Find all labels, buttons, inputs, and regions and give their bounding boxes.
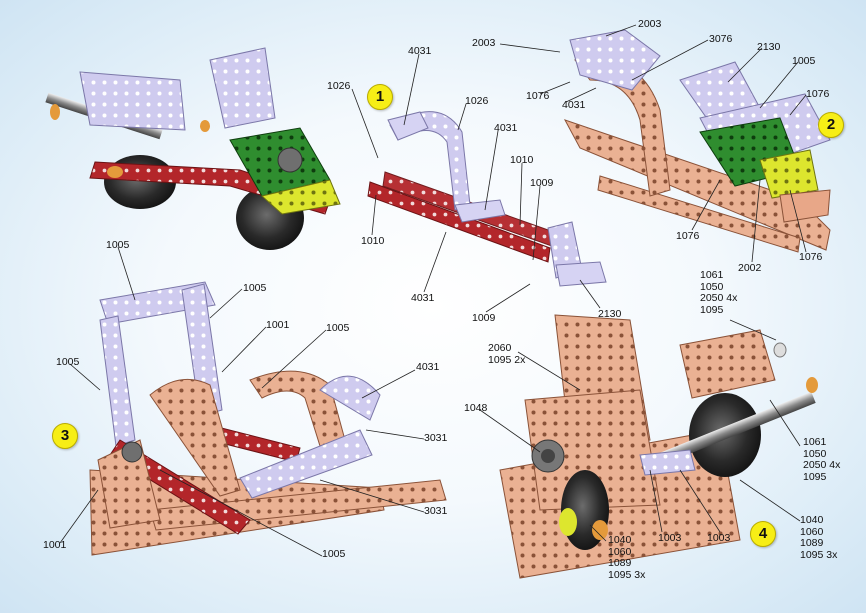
part-label: 1005 [322,548,346,560]
part-label: 1001 [43,539,67,551]
part-label: 2003 [638,18,662,30]
part-label: 2003 [472,37,496,49]
step-4-badge: 4 [750,521,776,547]
step-1-assembly [367,111,607,287]
part-label: 1026 [465,95,489,107]
part-label: 4031 [411,292,435,304]
part-label: 1040 1060 1089 1095 3x [800,514,838,561]
leader-lines [59,24,807,557]
part-label: 1005 [326,322,350,334]
part-label: 4031 [562,99,586,111]
part-label: 1005 [243,282,267,294]
part-label: 1026 [327,80,351,92]
part-label: 1009 [472,312,496,324]
part-label: 1009 [530,177,554,189]
step-1-badge: 1 [367,84,393,110]
part-label: 2002 [738,262,762,274]
part-label: 3076 [709,33,733,45]
step-2-badge: 2 [818,112,844,138]
step-3-badge: 3 [52,423,78,449]
part-label: 1001 [266,319,290,331]
part-label: 4031 [408,45,432,57]
part-label: 4031 [416,361,440,373]
part-label: 1005 [792,55,816,67]
part-label: 1010 [510,154,534,166]
part-label: 3031 [424,505,448,517]
part-label: 1005 [56,356,80,368]
part-label: 1010 [361,235,385,247]
step-2-assembly [563,29,831,253]
part-label: 1005 [106,239,130,251]
part-label: 1076 [806,88,830,100]
part-label: 3031 [424,432,448,444]
part-label: 1048 [464,402,488,414]
step-3-assembly [89,281,447,556]
part-label: 2060 1095 2x [488,342,526,366]
part-label: 1061 1050 2050 4x 1095 [700,269,738,316]
completed-model-view [45,47,341,250]
part-label: 1003 [658,532,682,544]
part-label: 1076 [526,90,550,102]
part-label: 2130 [598,308,622,320]
part-label: 1040 1060 1089 1095 3x [608,534,646,581]
part-label: 1076 [799,251,823,263]
part-label: 1061 1050 2050 4x 1095 [803,436,841,483]
part-label: 2130 [757,41,781,53]
part-label: 1003 [707,532,731,544]
part-label: 4031 [494,122,518,134]
part-label: 1076 [676,230,700,242]
step-4-assembly [499,314,818,579]
